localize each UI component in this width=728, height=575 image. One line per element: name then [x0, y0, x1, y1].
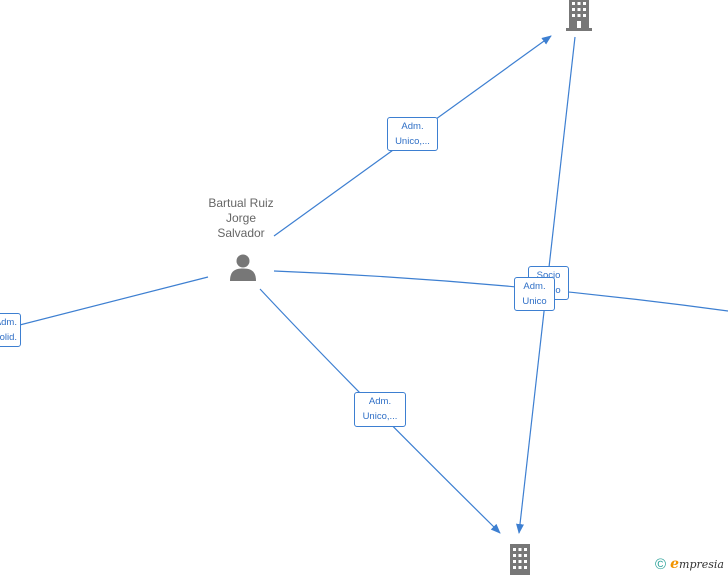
- brand-initial: e: [670, 556, 680, 572]
- building-icon[interactable]: [563, 0, 595, 32]
- edge-label-top-line2: Unico,...: [395, 136, 430, 147]
- edge-label-middle-back-line1: Socio: [536, 270, 561, 281]
- edge-label-left[interactable]: Adm. Solid.: [0, 313, 21, 347]
- brand-rest: mpresia: [679, 558, 724, 571]
- edge-label-top[interactable]: Adm. Unico,...: [387, 117, 438, 151]
- edge-person-to-right: [273, 270, 728, 312]
- edge-label-left-line1: Adm.: [0, 317, 17, 328]
- person-name-line3: Salvador: [217, 226, 265, 240]
- edge-label-left-line2: Solid.: [0, 332, 17, 343]
- edge-label-bottom[interactable]: Adm. Unico,...: [354, 392, 406, 427]
- person-name[interactable]: Bartual Ruiz Jorge Salvador: [186, 196, 296, 241]
- person-name-line2: Jorge: [225, 211, 257, 225]
- person-icon[interactable]: [228, 252, 258, 282]
- edge-person-to-left: [0, 276, 209, 331]
- brand-name: empresia: [670, 556, 724, 572]
- person-name-line1: Bartual Ruiz: [208, 196, 274, 210]
- copyright-icon: ©: [655, 555, 667, 573]
- edge-label-middle-front-line1: Adm.: [523, 281, 546, 292]
- edge-label-bottom-line1: Adm.: [368, 396, 392, 407]
- edge-label-bottom-line2: Unico,...: [362, 411, 398, 422]
- building-icon[interactable]: [504, 542, 536, 575]
- edge-label-middle-front-line2: Unico: [522, 296, 547, 307]
- edge-label-middle-front[interactable]: Adm. Unico: [514, 277, 555, 311]
- edge-label-top-line1: Adm.: [401, 121, 424, 132]
- empresia-logo: © empresia: [655, 556, 724, 572]
